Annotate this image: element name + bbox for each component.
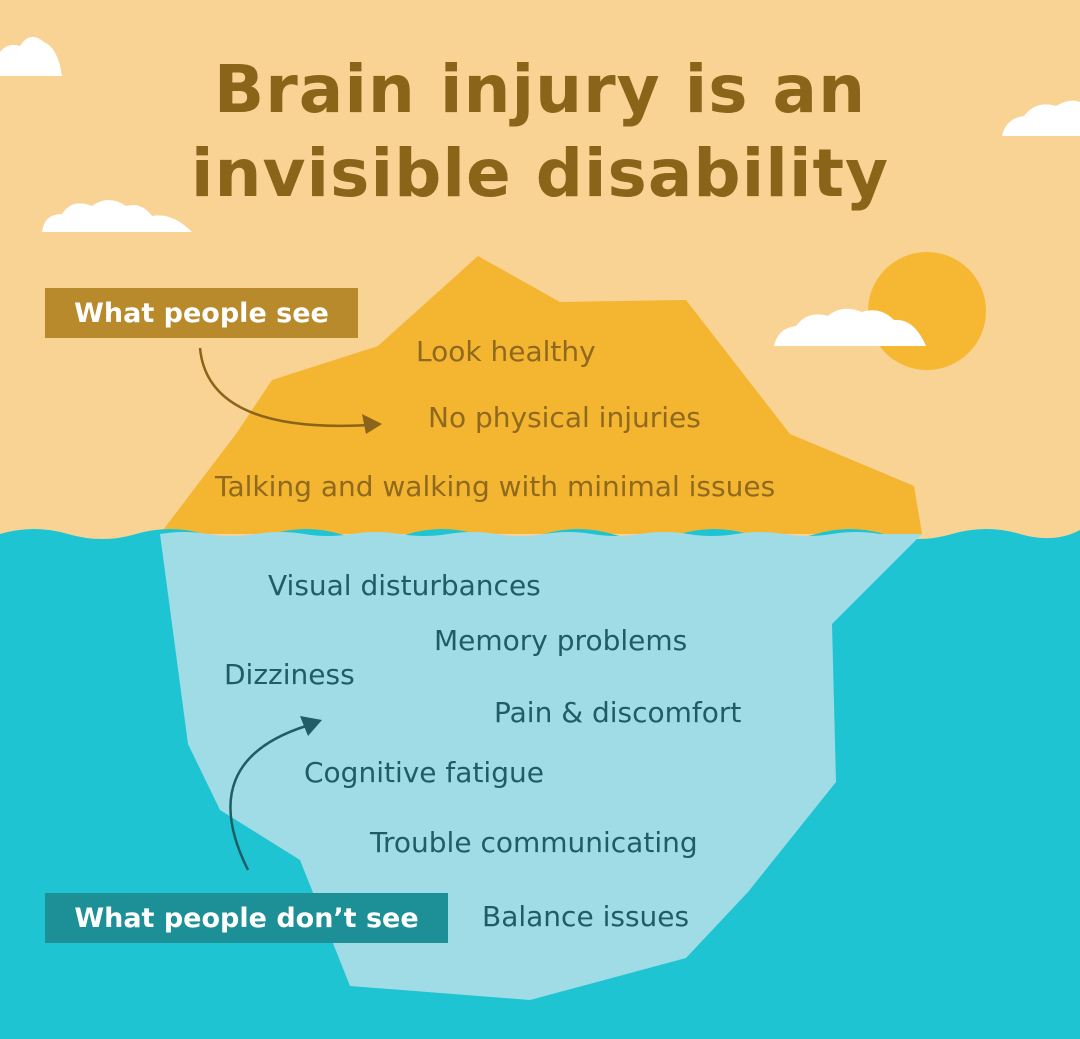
visible-symptom: Look healthy <box>416 335 596 368</box>
cloud-icon <box>774 308 926 346</box>
arrow-unseen-head-icon <box>300 716 322 736</box>
what-people-dont-see-label: What people don’t see <box>45 893 448 943</box>
arrow-seen-head-icon <box>362 414 382 434</box>
hidden-symptom: Pain & discomfort <box>494 696 742 729</box>
hidden-symptom: Dizziness <box>224 658 355 691</box>
iceberg-bottom <box>160 532 922 1000</box>
title-line-1: Brain injury is an <box>213 51 867 128</box>
arrow-seen-icon <box>198 347 371 428</box>
page-title: Brain injury is an invisible disability <box>0 48 1080 216</box>
visible-symptom: Talking and walking with minimal issues <box>215 470 776 503</box>
sun <box>868 252 986 370</box>
title-line-2: invisible disability <box>190 135 890 212</box>
visible-symptom: No physical injuries <box>428 401 701 434</box>
hidden-symptom: Memory problems <box>434 624 688 657</box>
cloud-icon <box>1002 100 1080 136</box>
cloud-icon <box>0 36 62 76</box>
what-people-see-label: What people see <box>45 288 358 338</box>
hidden-symptom: Balance issues <box>482 900 690 933</box>
hidden-symptom: Visual disturbances <box>268 569 541 602</box>
iceberg-top <box>160 256 922 534</box>
arrow-unseen-icon <box>229 724 307 871</box>
cloud-icon <box>42 200 192 232</box>
hidden-symptom: Trouble communicating <box>370 826 698 859</box>
hidden-symptom: Cognitive fatigue <box>304 756 544 789</box>
